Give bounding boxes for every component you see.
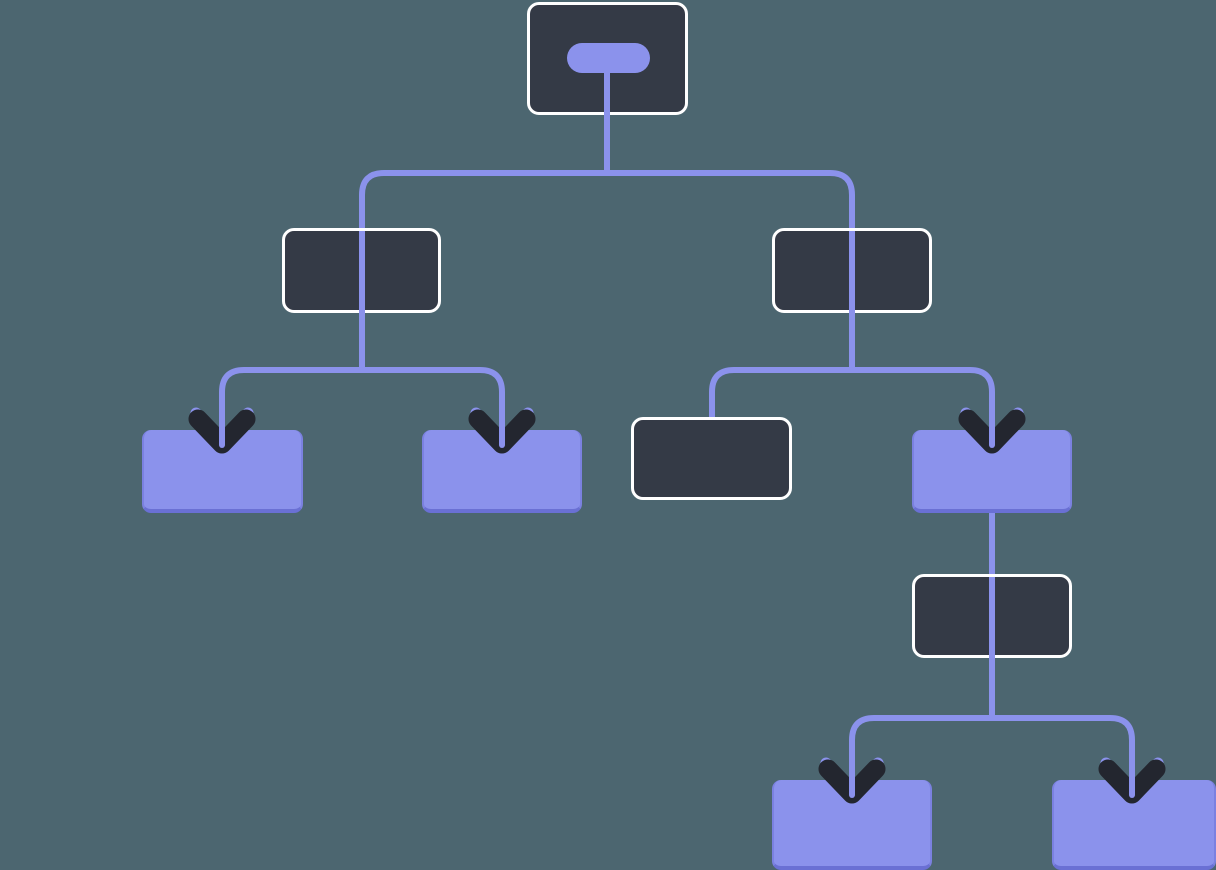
- l2a-connector-segment: [359, 231, 365, 316]
- node-l3a[interactable]: [142, 430, 303, 513]
- edge-l4a-l5a: [849, 715, 992, 795]
- edge-l4a-l5b: [992, 715, 1135, 795]
- node-l3d[interactable]: [912, 430, 1072, 513]
- l2b-connector-segment: [849, 231, 855, 316]
- edge-l2a-l3b: [362, 367, 505, 445]
- edge-l2b-l3c: [709, 367, 852, 419]
- node-l2a[interactable]: [282, 228, 441, 316]
- node-l2b[interactable]: [772, 228, 932, 316]
- node-l3b[interactable]: [422, 430, 582, 513]
- l4a-connector-segment: [989, 577, 995, 661]
- node-l5b[interactable]: [1052, 780, 1216, 870]
- node-l3c[interactable]: [631, 417, 792, 500]
- node-l4a[interactable]: [912, 574, 1072, 661]
- edge-root-l2a: [359, 170, 607, 330]
- edge-l2b-l3d: [852, 367, 995, 445]
- node-l5a[interactable]: [772, 780, 932, 870]
- edge-root-l2b: [607, 170, 855, 330]
- edge-l2a-l3a: [219, 367, 362, 445]
- root-pill-icon: [567, 43, 650, 73]
- node-root[interactable]: [527, 2, 688, 115]
